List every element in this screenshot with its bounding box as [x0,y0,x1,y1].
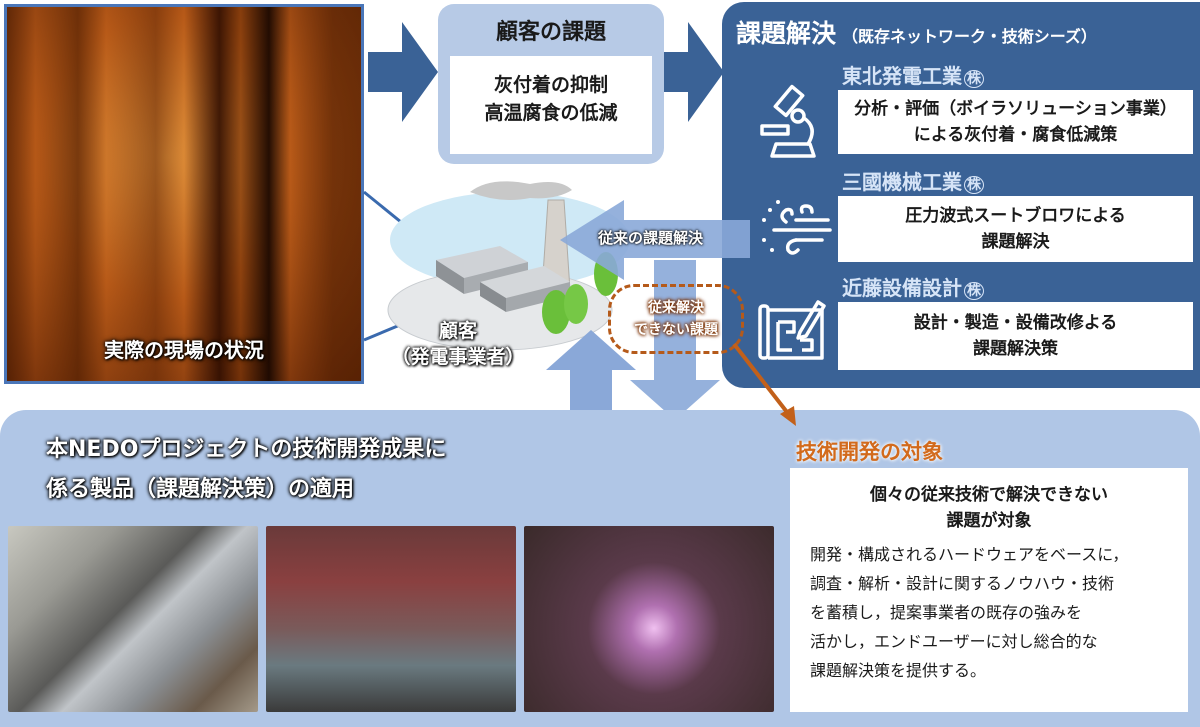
company-name: 東北発電工業株 [842,60,984,89]
dev-target-label: 技術開発の対象 [796,440,943,464]
welding-work-photo [266,526,516,712]
bottom-title-line: 本NEDOプロジェクトの技術開発成果に [46,437,447,462]
dev-target-body: 開発・構成されるハードウェアをベースに， 調査・解析・設計に関するノウハウ・技術… [810,540,1188,685]
body-line: 活かし，エンドユーザーに対し総合的な [810,632,1098,651]
company-name-text: 近藤設備設計 [842,276,962,300]
solution-line: 課題解決策 [973,339,1058,359]
power-plant-illustration [387,181,630,351]
issue-item: 灰付着の抑制 [493,74,608,96]
body-line: 開発・構成されるハードウェアをベースに， [810,545,1129,564]
soot-blower-photo [8,526,258,712]
lead-line: 課題が対象 [946,511,1032,531]
kabu-mark: 株 [964,176,984,194]
conventional-solution-label: 従来の課題解決 [598,229,704,247]
solution-line: 設計・製造・設備改修よる [913,313,1118,333]
site-condition-photo: 実際の現場の状況 [4,4,364,384]
company-name: 近藤設備設計株 [842,272,984,301]
arrow-down-icon [630,260,720,420]
microscope-icon [760,84,816,158]
wind-icon [762,200,832,255]
lead-line: 個々の従来技術で解決できない [870,485,1108,505]
dev-target-lead: 個々の従来技術で解決できない 課題が対象 [790,482,1188,534]
bottom-title-line: 係る製品（課題解決策）の適用 [46,477,355,502]
plasma-process-photo [524,526,774,712]
blueprint-icon [758,300,826,360]
kabu-mark: 株 [964,282,984,300]
solution-panel: 課題解決（既存ネットワーク・技術シーズ） 東北発電工業株 分析・評価（ボイラソリ… [722,2,1200,388]
solution-line: 分析・評価（ボイラソリューション事業） [854,99,1177,119]
customer-issue-box: 顧客の課題 灰付着の抑制 高温腐食の低減 [438,4,664,164]
company-name-text: 三國機械工業 [842,170,962,194]
bubble-line: 従来解決 [648,300,704,316]
solution-line: 圧力波式スートブロワによる [905,206,1126,226]
bubble-line: できない課題 [634,322,718,338]
customer-issue-list: 灰付着の抑制 高温腐食の低減 [450,56,652,154]
body-line: 調査・解析・設計に関するノウハウ・技術 [810,574,1115,593]
company-name-text: 東北発電工業 [842,64,962,88]
customer-label-line: 顧客 [438,320,477,342]
company-name: 三國機械工業株 [842,166,984,195]
solution-line: 課題解決 [981,232,1050,252]
dev-target-box: 個々の従来技術で解決できない 課題が対象 開発・構成されるハードウェアをベースに… [790,468,1188,712]
kabu-mark: 株 [964,70,984,88]
arrow-left-icon [560,200,750,280]
issue-item: 高温腐食の低減 [484,102,618,124]
arrow-right-icon [664,22,724,122]
solution-title: 課題解決 [736,19,837,48]
body-line: を蓄積し，提案事業者の既存の強みを [810,603,1083,622]
customer-issue-title: 顧客の課題 [495,20,606,45]
solution-box: 設計・製造・設備改修よる 課題解決策 [838,302,1193,370]
arrow-up-icon [546,330,636,416]
body-line: 課題解決策を提供する。 [810,661,987,680]
bottom-title: 本NEDOプロジェクトの技術開発成果に 係る製品（課題解決策）の適用 [46,430,446,510]
solution-heading: 課題解決 （既存ネットワーク・技術シーズ） [736,14,1097,50]
solution-box: 分析・評価（ボイラソリューション事業） による灰付着・腐食低減策 [838,90,1193,154]
solution-subtitle: （既存ネットワーク・技術シーズ） [842,27,1097,46]
unsolved-issues-bubble: 従来解決 できない課題 [608,284,744,354]
orange-pointer-arrow-icon [732,342,796,426]
site-photo-caption: 実際の現場の状況 [104,338,264,362]
arrow-right-icon [368,22,438,122]
customer-label: 顧客 （発電事業者） [378,318,538,370]
solution-line: による灰付着・腐食低減策 [913,125,1118,145]
customer-label-line: （発電事業者） [391,346,525,368]
solution-box: 圧力波式スートブロワによる 課題解決 [838,196,1193,262]
